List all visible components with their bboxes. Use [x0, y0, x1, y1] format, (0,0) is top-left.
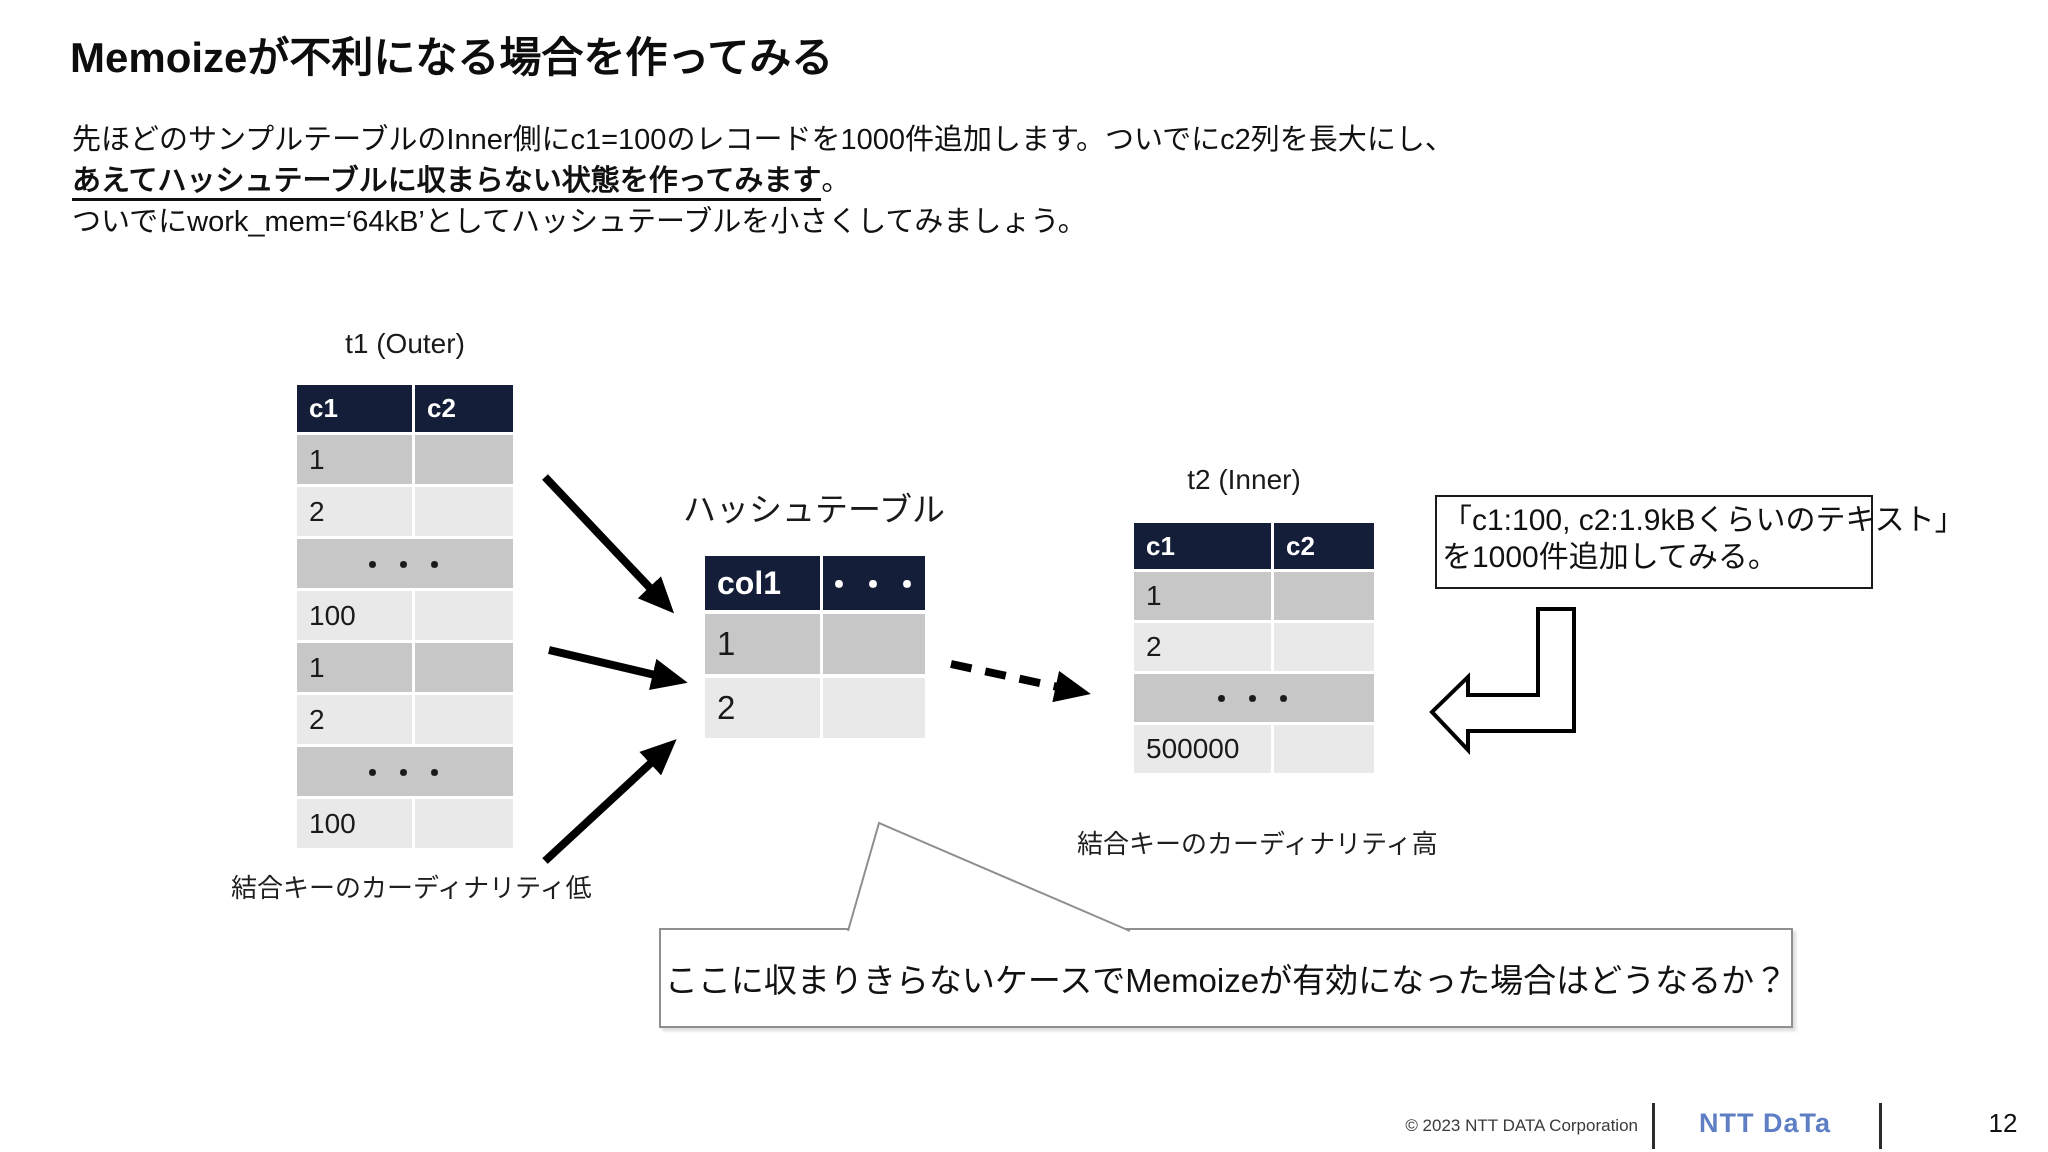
body-line-1: 先ほどのサンプルテーブルのInner側にc1=100のレコードを1000件追加し… — [72, 124, 1454, 156]
t2-header-c1: c1 — [1134, 523, 1271, 569]
footer-copyright: © 2023 NTT DATA Corporation — [1405, 1116, 1638, 1135]
flow-arrow-top — [542, 474, 675, 614]
hash-header-ellipsis: ・・・ — [822, 556, 925, 610]
t1-table-title: t1 (Outer) — [345, 328, 465, 359]
table-row: 1 — [297, 435, 513, 484]
table-row: 1 — [1134, 572, 1374, 620]
ntt-data-logo: NTT DaTa — [1698, 1108, 1831, 1138]
t1-table: c1 c2 1 2 ・・・ 100 1 2 ・・・ 100 — [297, 385, 513, 848]
body-line-3: ついでにwork_mem=‘64kB’としてハッシュテーブルを小さくしてみましょ… — [72, 206, 1087, 238]
t2-header-c2: c2 — [1274, 523, 1374, 569]
table-row: 2 — [297, 487, 513, 536]
page-number: 12 — [1988, 1108, 2018, 1138]
table-row: 100 — [297, 591, 513, 640]
question-callout-box: ここに収まりきらないケースでMemoizeが有効になった場合はどうなるか？ — [659, 928, 1793, 1028]
body-line-2-period: 。 — [821, 165, 851, 197]
t1-header-row: c1 c2 — [297, 385, 513, 432]
table-row: 2 — [705, 678, 925, 738]
page-title: Memoizeが不利になる場合を作ってみる — [70, 34, 834, 81]
table-row: 100 — [297, 799, 513, 848]
table-row: 1 — [705, 614, 925, 674]
t2-table: c1 c2 1 2 ・・・ 500000 — [1134, 523, 1374, 773]
hash-table: col1 ・・・ 1 2 — [705, 556, 925, 738]
question-text: ここに収まりきらないケースでMemoizeが有効になった場合はどうなるか？ — [664, 962, 1788, 999]
t2-caption: 結合キーのカーディナリティ高 — [1077, 829, 1438, 859]
footer-divider — [1879, 1103, 1882, 1149]
hash-table-title: ハッシュテーブル — [683, 491, 946, 528]
t1-header-c1: c1 — [297, 385, 412, 432]
table-row-ellipsis: ・・・ — [1134, 674, 1374, 722]
table-row: 1 — [297, 643, 513, 692]
hash-header-col1: col1 — [705, 556, 820, 610]
table-row-ellipsis: ・・・ — [297, 747, 513, 796]
note-callout-box: 「c1:100, c2:1.9kBくらいのテキスト」 を1000件追加してみる。 — [1435, 495, 1965, 589]
note-line-2: を1000件追加してみる。 — [1442, 541, 1778, 574]
body-text: 先ほどのサンプルテーブルのInner側にc1=100のレコードを1000件追加し… — [72, 120, 1454, 243]
flow-arrow-middle — [548, 646, 688, 691]
t2-table-title: t2 (Inner) — [1187, 464, 1301, 495]
table-row: 500000 — [1134, 725, 1374, 773]
body-line-2: あえてハッシュテーブルに収まらない状態を作ってみます。 — [72, 161, 1454, 202]
t1-header-c2: c2 — [415, 385, 513, 432]
table-row: 2 — [297, 695, 513, 744]
note-line-1: 「c1:100, c2:1.9kBくらいのテキスト」 — [1442, 504, 1965, 537]
t2-header-row: c1 c2 — [1134, 523, 1374, 569]
flow-arrow-bottom — [542, 739, 677, 864]
body-line-2-emphasis: あえてハッシュテーブルに収まらない状態を作ってみます — [72, 165, 822, 201]
hash-header-row: col1 ・・・ — [705, 556, 925, 610]
bent-left-arrow — [1429, 607, 1576, 756]
dashed-arrow — [950, 660, 1091, 703]
t1-caption: 結合キーのカーディナリティ低 — [231, 873, 592, 903]
table-row-ellipsis: ・・・ — [297, 539, 513, 588]
table-row: 2 — [1134, 623, 1374, 671]
footer-divider — [1652, 1103, 1655, 1149]
